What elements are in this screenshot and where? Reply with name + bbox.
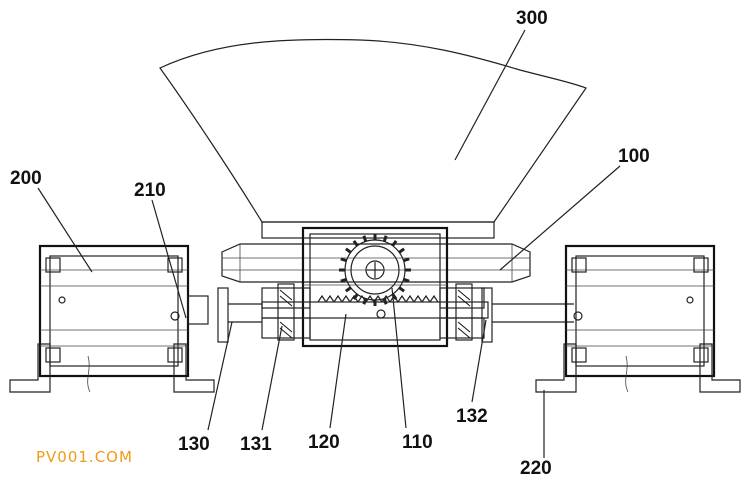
- leader-lines: [37, 29, 621, 458]
- part-200-left-actuator: [9, 244, 215, 393]
- label-220: 220: [520, 458, 552, 479]
- label-110: 110: [402, 432, 433, 453]
- bearing-right: [439, 283, 485, 341]
- part-120-rack: [261, 294, 489, 319]
- part-131-bearing-left: [261, 283, 311, 341]
- label-300: 300: [516, 8, 548, 29]
- label-100: 100: [618, 146, 650, 167]
- watermark-text: PV001.COM: [36, 448, 133, 466]
- part-300-sheet: [159, 38, 587, 223]
- label-120: 120: [308, 432, 340, 453]
- part-100-base: [221, 221, 531, 283]
- reference-labels: 300 100 200 210 130 131 120 110 132 220: [10, 8, 650, 479]
- label-130: 130: [178, 434, 210, 455]
- label-210: 210: [134, 180, 166, 201]
- part-130-shaft: [217, 287, 262, 343]
- label-200: 200: [10, 168, 42, 189]
- part-132-shaft: [481, 287, 574, 343]
- label-131: 131: [240, 434, 272, 455]
- part-220-right-actuator: [535, 244, 741, 393]
- label-132: 132: [456, 406, 488, 427]
